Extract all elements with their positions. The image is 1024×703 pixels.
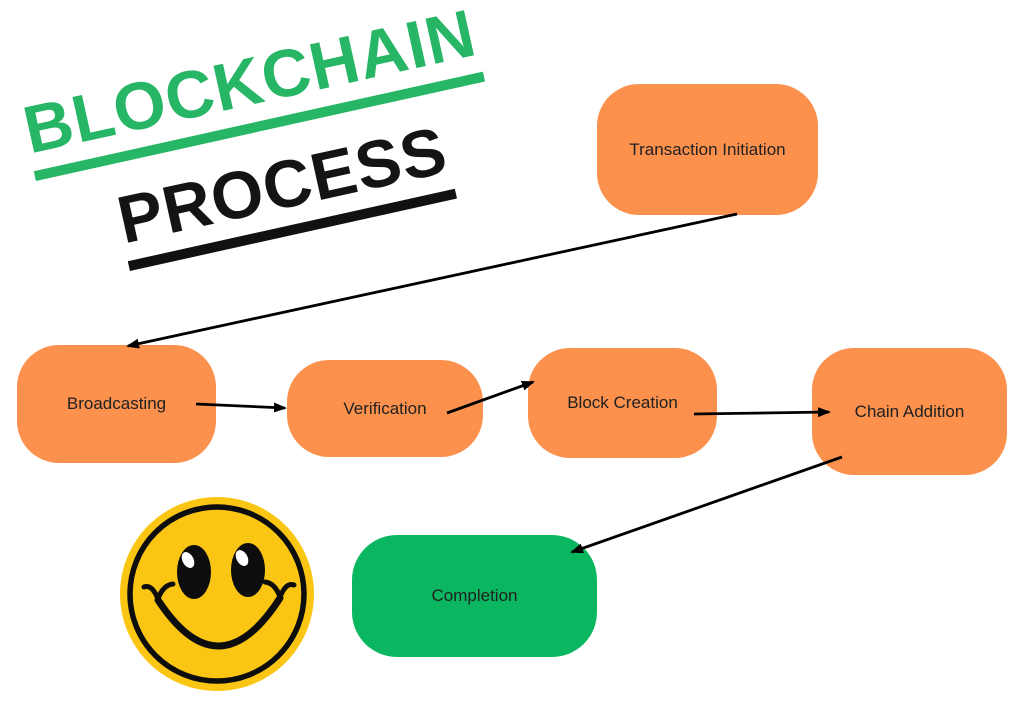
arrow-chainaddition-to-completion bbox=[570, 455, 843, 554]
smiley-mouth-left-tick bbox=[155, 581, 176, 602]
smiley-face-background bbox=[120, 497, 314, 691]
smiley-face-icon bbox=[120, 497, 314, 691]
smiley-face-ring bbox=[127, 504, 307, 684]
smiley-mouth-right-tick bbox=[262, 579, 283, 600]
smiley-right-eye bbox=[231, 543, 265, 597]
smiley-mouth bbox=[154, 594, 284, 650]
node-chain-addition-label: Chain Addition bbox=[854, 401, 965, 421]
node-completion-label: Completion bbox=[431, 586, 518, 605]
node-verification: Verification bbox=[287, 360, 483, 457]
node-broadcasting: Broadcasting bbox=[17, 345, 216, 463]
node-verification-label: Verification bbox=[343, 398, 427, 418]
node-chain-addition: Chain Addition bbox=[812, 348, 1007, 475]
node-block-creation: Block Creation bbox=[528, 348, 717, 458]
smiley-left-eye-glint bbox=[181, 552, 195, 568]
node-broadcasting-label: Broadcasting bbox=[66, 394, 167, 413]
node-transaction-initiation: Transaction Initiation bbox=[597, 84, 818, 215]
smiley-right-eye-glint bbox=[235, 550, 249, 566]
smiley-left-eye bbox=[177, 545, 211, 599]
node-completion: Completion bbox=[352, 535, 597, 657]
node-transaction-initiation-label: Transaction Initiation bbox=[629, 139, 786, 159]
node-block-creation-label: Block Creation bbox=[567, 393, 678, 412]
